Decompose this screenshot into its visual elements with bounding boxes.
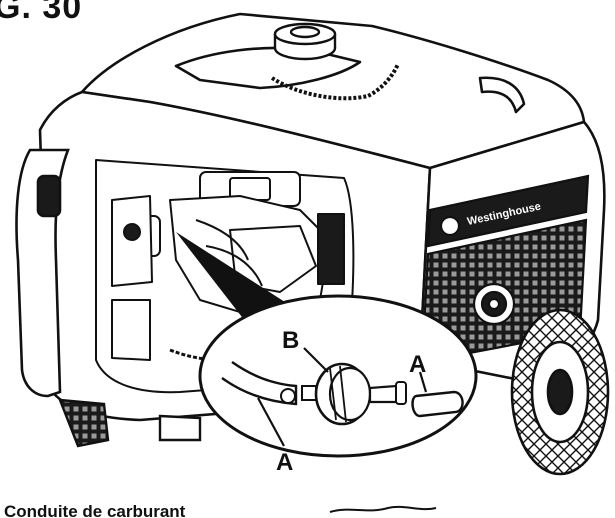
feet (58, 398, 202, 448)
figure-caption: Conduite de carburant (4, 502, 186, 518)
leader-lines (257, 347, 428, 447)
ground-mark (329, 505, 437, 513)
detail-view (198, 294, 478, 458)
left-handle (15, 148, 70, 398)
wheel (510, 308, 610, 476)
callout-a-upper: A (409, 351, 426, 378)
fuel-cap (273, 22, 337, 61)
figure-title: G. 30 (0, 0, 83, 26)
callout-a-lower: A (276, 449, 293, 476)
top-cord (270, 63, 400, 101)
callout-b: B (282, 327, 299, 354)
